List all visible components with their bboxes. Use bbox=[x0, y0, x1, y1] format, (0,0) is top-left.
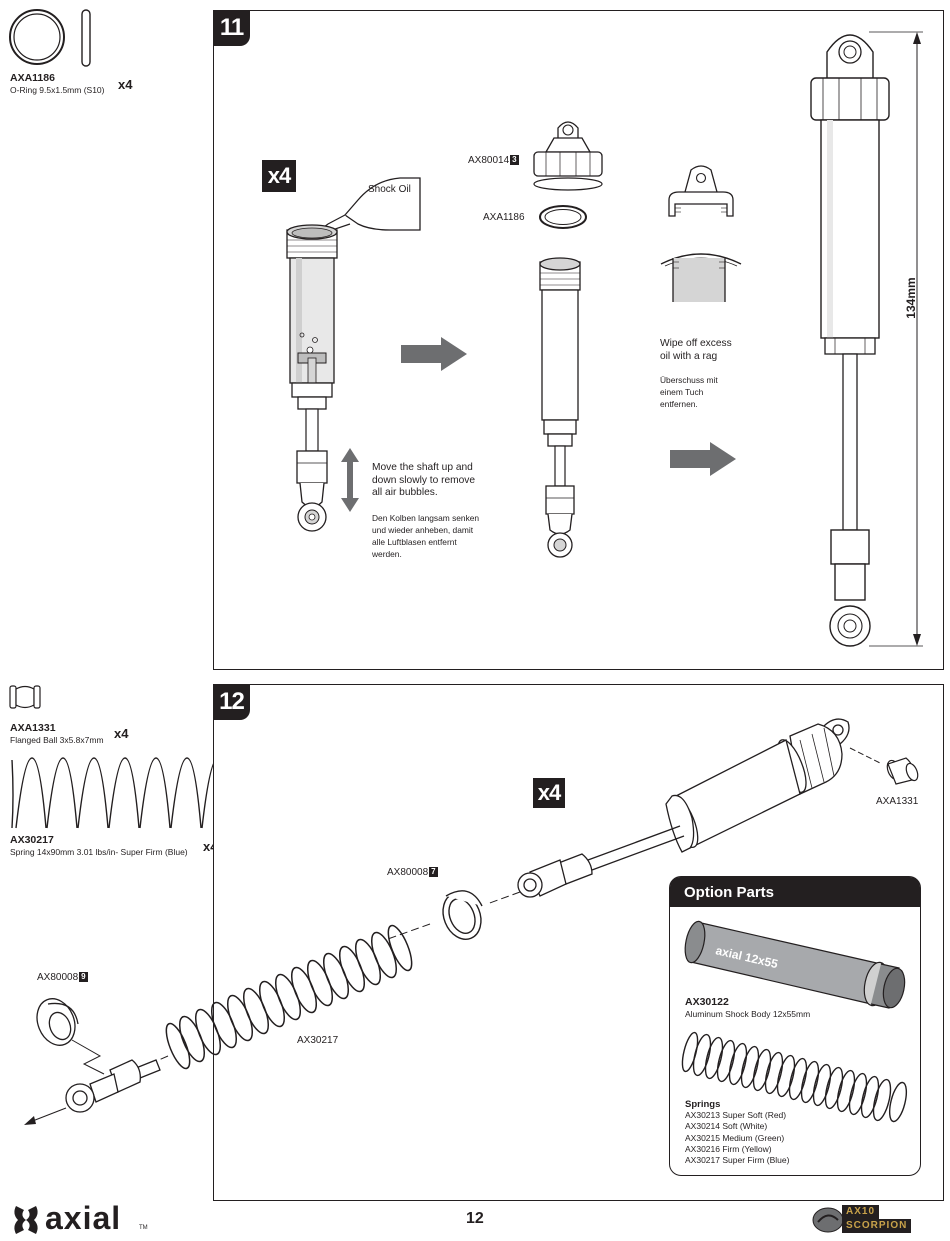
spring-part-desc: Spring 14x90mm 3.01 lbs/in- Super Firm (… bbox=[10, 847, 188, 857]
oring-qty: x4 bbox=[118, 77, 133, 92]
step-12-qty-badge: x4 bbox=[533, 778, 565, 808]
oring-part-desc: O-Ring 9.5x1.5mm (S10) bbox=[10, 85, 105, 95]
shock-cap-assembly-illustration bbox=[533, 121, 603, 558]
ball-part-number: AXA1331 bbox=[10, 722, 56, 734]
ball-qty: x4 bbox=[114, 726, 129, 741]
option-parts-title: Option Parts bbox=[670, 877, 920, 907]
product-logo-bottom: SCORPION bbox=[842, 1219, 912, 1233]
aluminum-shock-body-illustration: axial 12x55 bbox=[684, 920, 906, 1009]
page-number: 12 bbox=[466, 1210, 484, 1227]
option-springs-list: Springs AX30213 Super Soft (Red) AX30214… bbox=[685, 1099, 789, 1166]
trademark: TM bbox=[139, 1225, 148, 1231]
spring-option: AX30215 Medium (Green) bbox=[685, 1132, 785, 1143]
step-11-number: 11 bbox=[213, 10, 250, 46]
step-11-qty-badge: x4 bbox=[262, 160, 296, 192]
scorpion-badge bbox=[812, 1207, 844, 1233]
shock-oil-label: Shock Oil bbox=[368, 184, 411, 195]
right-arrow-icon bbox=[670, 442, 736, 476]
oring-part-number: AXA1186 bbox=[10, 72, 55, 84]
springs-title: Springs bbox=[685, 1099, 721, 1110]
up-down-arrow-icon bbox=[341, 448, 359, 512]
oring-callout-label: AXA1186 bbox=[483, 212, 525, 223]
product-logo-top: AX10 bbox=[842, 1205, 880, 1219]
shock-body-filling-illustration bbox=[286, 177, 421, 532]
step-12-number: 12 bbox=[213, 684, 250, 720]
spring-option: AX30217 Super Firm (Blue) bbox=[685, 1155, 790, 1166]
spring-option: AX30214 Soft (White) bbox=[685, 1121, 768, 1132]
flanged-ball-icon bbox=[9, 685, 41, 709]
option-body-part-number: AX30122 bbox=[685, 996, 729, 1008]
axial-wordmark: axial bbox=[45, 1200, 122, 1236]
option-body-desc: Aluminum Shock Body 12x55mm bbox=[685, 1009, 811, 1019]
ball-part-desc: Flanged Ball 3x5.8x7mm bbox=[10, 735, 104, 745]
spring-callout-label: AX30217 bbox=[297, 1035, 339, 1046]
oring-icon bbox=[9, 9, 91, 67]
cap-cross-section-illustration bbox=[660, 165, 742, 302]
right-arrow-icon bbox=[401, 337, 467, 371]
ball-callout-label: AXA1331 bbox=[876, 796, 919, 807]
dimension-label: 134mm bbox=[904, 277, 918, 319]
axial-logo-mark bbox=[14, 1206, 38, 1234]
spring-part-number: AX30217 bbox=[10, 834, 54, 846]
spring-option: AX30216 Firm (Yellow) bbox=[685, 1143, 772, 1154]
assembled-shock-illustration bbox=[810, 31, 923, 647]
shock-exploded-assembly-illustration bbox=[24, 718, 919, 1125]
spring-option: AX30213 Super Soft (Red) bbox=[685, 1110, 787, 1121]
option-spring-illustration bbox=[681, 1031, 908, 1123]
